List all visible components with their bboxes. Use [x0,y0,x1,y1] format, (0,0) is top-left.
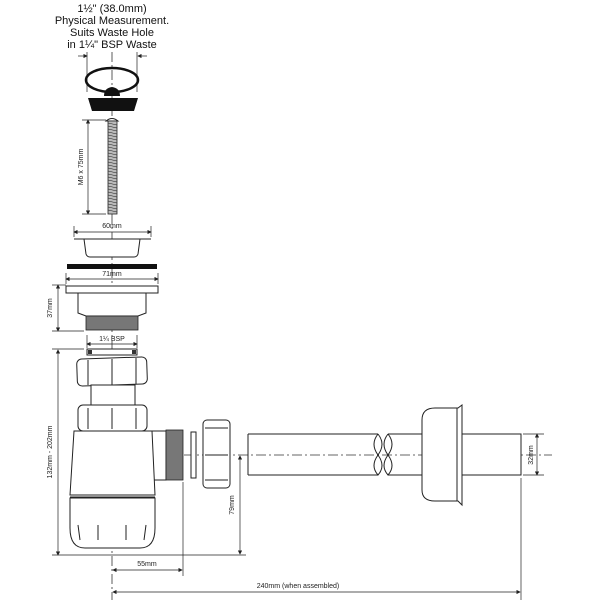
screw-thread-line [107,146,118,150]
pipe-diameter-label: 32mm [528,445,535,465]
screw-thread-line [107,161,118,165]
grate [74,238,151,258]
screw-thread-line [107,158,118,162]
screw-thread-line [107,188,118,192]
screw-thread-line [107,194,118,198]
screw-thread-line [107,131,118,135]
plug-with-ring [84,66,140,111]
screw-thread-line [107,152,118,156]
screw-label: M6 x 75mm [78,149,85,186]
screw-thread-line [107,176,118,180]
screw-thread-line [107,137,118,141]
outlet-offset-dimension: 55mm [112,482,184,576]
bottle-trap [69,348,184,549]
outlet-offset-label: 55mm [137,561,157,568]
total-length-label: 240mm (when assembled) [257,583,339,590]
outlet-height-label: 79mm [229,495,236,515]
screw-thread-line [107,185,118,189]
screw-thread-line [107,140,118,144]
screw-thread-line [107,149,118,153]
screw-thread-line [107,125,118,129]
screw-thread-line [107,122,118,126]
screw-thread-line [107,134,118,138]
body-height-label: 37mm [47,298,54,318]
outlet-pipe [247,404,522,507]
washer-width-label: 71mm [102,271,122,278]
screw-thread-line [107,206,118,210]
screw-thread-line [107,155,118,159]
screw-thread-line [107,143,118,147]
thread-dimension: 1¼ BSP [86,335,138,348]
trap-height-label: 132mm - 202mm [47,425,54,478]
outlet-nut [190,419,231,489]
grate-width-label: 60mm [102,223,122,230]
header-line-1: 1½" (38.0mm) [77,3,146,15]
outlet-height-dimension: 79mm [229,455,243,555]
screw-thread-line [107,167,118,171]
thread-label: 1¼ BSP [99,336,125,343]
screw-thread-line [107,164,118,168]
screw-thread-line [107,200,118,204]
waste-body [65,285,159,331]
trap-height-dimension: 132mm - 202mm [47,348,246,556]
screw-thread-line [107,128,118,132]
screw-thread-line [107,197,118,201]
header-line-2: Physical Measurement. [55,15,169,27]
screw-thread-line [107,170,118,174]
grate-dimension: 60mm [73,223,152,237]
screw-thread-line [107,209,118,213]
screw-thread-line [107,182,118,186]
screw-thread-line [107,173,118,177]
washer-dimension: 71mm [65,271,159,284]
sealing-washer [67,264,157,269]
total-length-dimension: 240mm (when assembled) [112,478,522,600]
screw-thread-line [107,191,118,195]
header-line-4: in 1¼" BSP Waste [67,39,157,51]
header-line-3: Suits Waste Hole [70,27,154,39]
screw-thread-line [107,203,118,207]
body-height-dimension: 37mm [47,284,84,332]
pipe-diameter-dimension: 32mm [523,433,544,476]
screw-thread-line [107,179,118,183]
screw-dimension: M6 x 75mm [78,119,106,215]
header-text: 1½" (38.0mm) Physical Measurement. Suits… [55,3,169,51]
screw [104,118,120,215]
